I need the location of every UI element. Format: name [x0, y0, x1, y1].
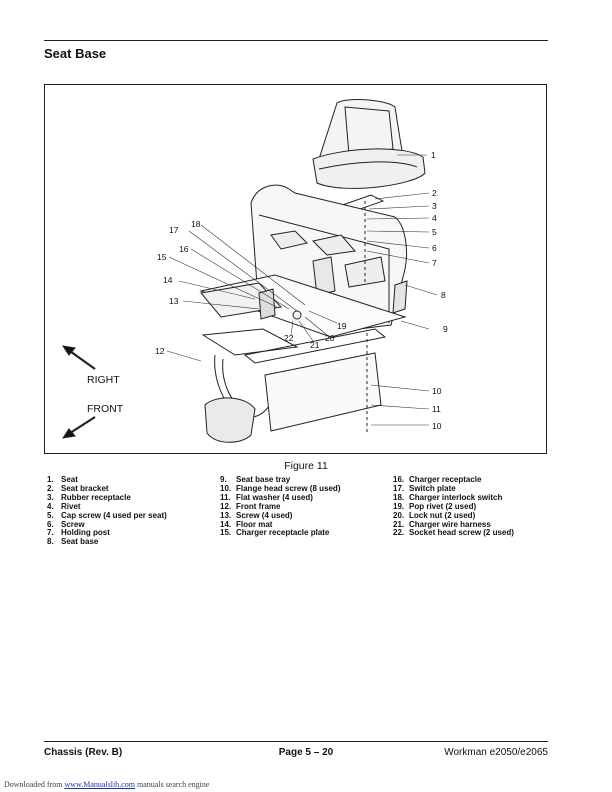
legend-item: 16.Charger receptacle — [393, 475, 482, 484]
footer-page-number: Page 5 – 20 — [278, 747, 334, 758]
footer-section-name: Chassis (Rev. B) — [44, 747, 123, 758]
callout-10-lower: 10 — [432, 421, 442, 431]
footer-manual-title: Workman e2050/e2065 — [444, 747, 548, 758]
callout-22: 22 — [284, 333, 294, 343]
legend-item: 14.Floor mat — [220, 519, 273, 529]
callout-2: 2 — [432, 188, 437, 198]
legend-item: 4.Rivet — [47, 501, 81, 511]
callout-15: 15 — [157, 252, 167, 262]
callout-6: 6 — [432, 243, 437, 253]
bottom-rule — [44, 741, 548, 742]
seat-drawing — [312, 99, 426, 189]
callout-21: 21 — [310, 340, 320, 350]
legend-item: 3.Rubber receptacle — [47, 492, 131, 502]
manualslib-link[interactable]: www.Manualslib.com — [64, 780, 136, 789]
callout-7: 7 — [432, 258, 437, 268]
callout-13: 13 — [169, 296, 179, 306]
right-arrow-head-icon — [61, 345, 76, 356]
legend-item: 18.Charger interlock switch — [393, 492, 503, 502]
legend-item: 6.Screw — [47, 519, 85, 529]
legend-item: 9.Seat base tray — [220, 475, 291, 484]
legend-item: 11.Flat washer (4 used) — [220, 492, 313, 502]
legend-item: 7.Holding post — [47, 528, 110, 538]
legend-item: 10.Flange head screw (8 used) — [220, 483, 341, 493]
legend-column-3: 16.Charger receptacle 17.Switch plate 18… — [393, 475, 514, 538]
legend-item: 17.Switch plate — [393, 483, 456, 493]
callout-17: 17 — [169, 225, 179, 235]
legend-item: 15.Charger receptacle plate — [220, 528, 330, 538]
callout-18: 18 — [191, 219, 201, 229]
callout-4: 4 — [432, 213, 437, 223]
callout-1: 1 — [431, 150, 436, 160]
section-title: Seat Base — [44, 46, 107, 61]
callout-9: 9 — [443, 324, 448, 334]
callout-10: 10 — [432, 386, 442, 396]
callout-8: 8 — [441, 290, 446, 300]
legend-item: 19.Pop rivet (2 used) — [393, 501, 477, 511]
legend-item: 2.Seat bracket — [47, 483, 109, 493]
download-note: Downloaded from www.Manualslib.com manua… — [4, 780, 210, 789]
callout-16: 16 — [179, 244, 189, 254]
callout-11: 11 — [432, 404, 441, 414]
right-direction-label: RIGHT — [87, 374, 120, 386]
callout-12: 12 — [155, 346, 165, 356]
legend-item: 21.Charger wire harness — [393, 519, 491, 529]
front-arrow-head-icon — [61, 428, 76, 439]
exploded-diagram-figure: 1 2 3 4 5 6 7 8 9 10 11 10 12 13 14 15 1… — [44, 84, 547, 454]
callout-14: 14 — [163, 275, 173, 285]
callout-leaders — [166, 154, 438, 426]
callout-19: 19 — [337, 321, 347, 331]
callout-5: 5 — [432, 227, 437, 237]
floor-frame-drawing — [204, 352, 382, 443]
legend-item: 8.Seat base — [47, 537, 99, 547]
callout-3: 3 — [432, 201, 437, 211]
top-rule — [44, 40, 548, 41]
legend-column-2: 9.Seat base tray 10.Flange head screw (8… — [220, 475, 341, 538]
legend-item: 12.Front frame — [220, 501, 281, 511]
figure-caption: Figure 11 — [284, 460, 328, 472]
legend-item: 20.Lock nut (2 used) — [393, 510, 476, 520]
legend-item: 13.Screw (4 used) — [220, 510, 293, 520]
legend-item: 1.Seat — [47, 475, 78, 484]
callout-20: 20 — [325, 333, 335, 343]
switch-plate-drawing — [258, 288, 276, 320]
legend-column-1: 1.Seat 2.Seat bracket 3.Rubber receptacl… — [47, 475, 167, 547]
seat-base-exploded-view: 1 2 3 4 5 6 7 8 9 10 11 10 12 13 14 15 1… — [61, 99, 448, 443]
front-direction-label: FRONT — [87, 403, 124, 415]
legend-item: 22.Socket head screw (2 used) — [393, 528, 514, 538]
callout-numbers: 1 2 3 4 5 6 7 8 9 10 11 10 12 13 14 15 1… — [155, 150, 448, 431]
legend-item: 5.Cap screw (4 used per seat) — [47, 510, 167, 520]
